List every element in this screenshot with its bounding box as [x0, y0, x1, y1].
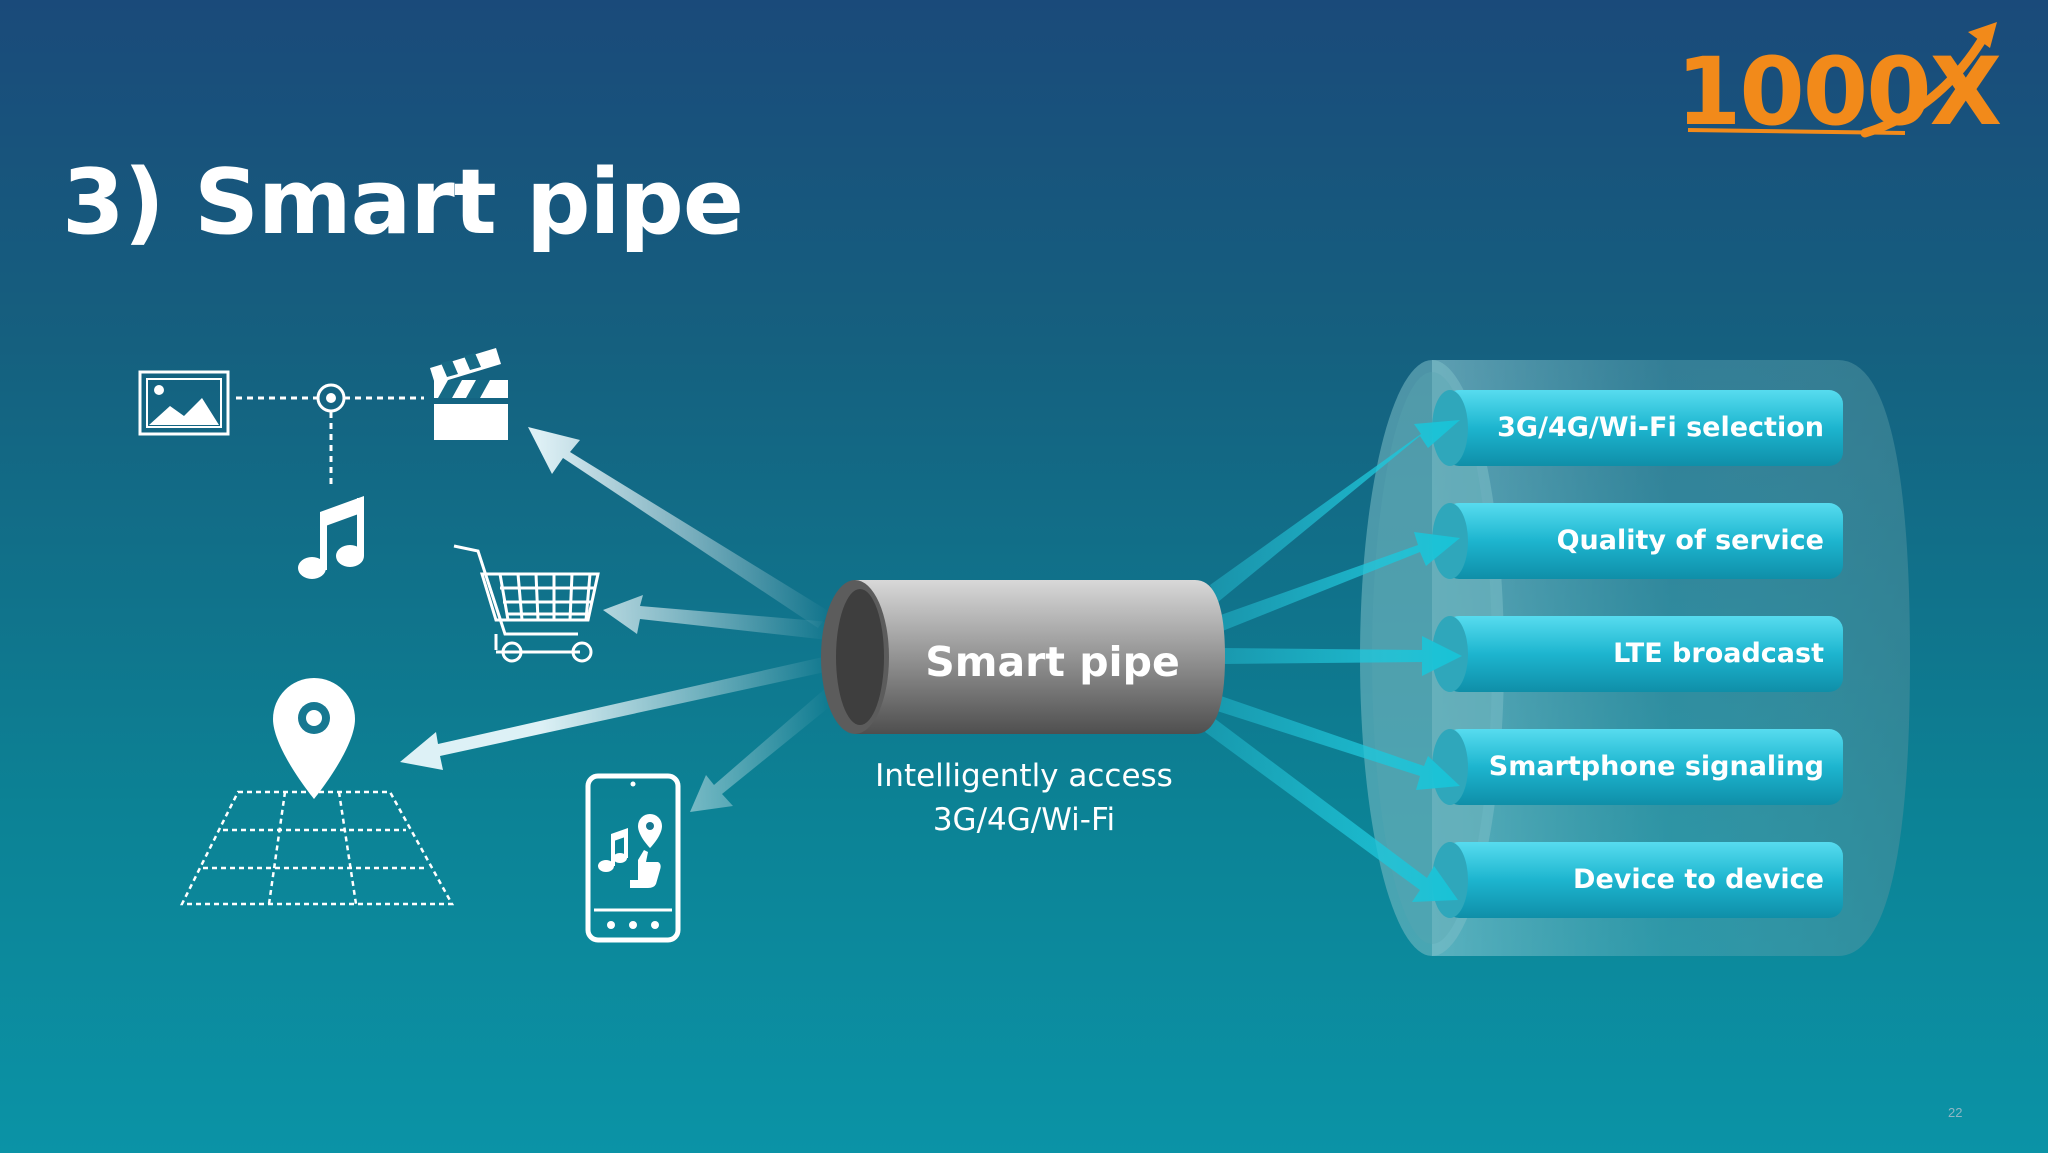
smart-pipe-caption: Intelligently access 3G/4G/Wi-Fi	[824, 754, 1224, 842]
feature-label-5: Device to device	[1573, 864, 1824, 895]
connector-node-icon	[316, 383, 346, 413]
clapperboard-icon	[430, 348, 508, 440]
inbound-arrows	[1205, 420, 1462, 902]
arrow-to-rail-2	[1215, 532, 1460, 632]
caption-line-2: 3G/4G/Wi-Fi	[932, 802, 1116, 838]
smartphone-icon	[585, 773, 681, 943]
feature-label-2: Quality of service	[1556, 525, 1824, 556]
music-note-icon	[298, 496, 364, 579]
slide-title: 3) Smart pipe	[62, 150, 744, 255]
brand-logo: 1000X	[1676, 38, 2002, 147]
arrow-to-rail-5	[1205, 718, 1458, 902]
feature-label-1: 3G/4G/Wi-Fi selection	[1497, 412, 1824, 443]
outbound-arrows	[400, 427, 848, 812]
arrow-to-map	[400, 655, 834, 770]
feature-rails	[1432, 390, 1843, 918]
arrow-to-media	[528, 427, 830, 628]
arrow-to-rail-3	[1222, 636, 1462, 676]
picture-icon	[138, 370, 230, 436]
caption-line-1: Intelligently access	[875, 758, 1173, 794]
arrow-to-rail-1	[1210, 420, 1460, 602]
shopping-cart-icon	[453, 544, 600, 663]
arrow-to-rail-4	[1214, 695, 1460, 790]
media-connector	[236, 396, 424, 488]
smart-pipe-cylinder	[821, 580, 1225, 734]
arrow-to-phone	[690, 680, 848, 812]
map-pin-icon	[179, 678, 455, 906]
brand-swoosh-icon	[1687, 22, 1997, 138]
smart-pipe-label: Smart pipe	[925, 638, 1180, 686]
rail-3	[1432, 616, 1843, 692]
feature-label-4: Smartphone signaling	[1488, 751, 1824, 782]
page-number: 22	[1948, 1105, 1963, 1120]
arrow-to-cart	[603, 595, 830, 640]
feature-label-3: LTE broadcast	[1613, 638, 1824, 669]
